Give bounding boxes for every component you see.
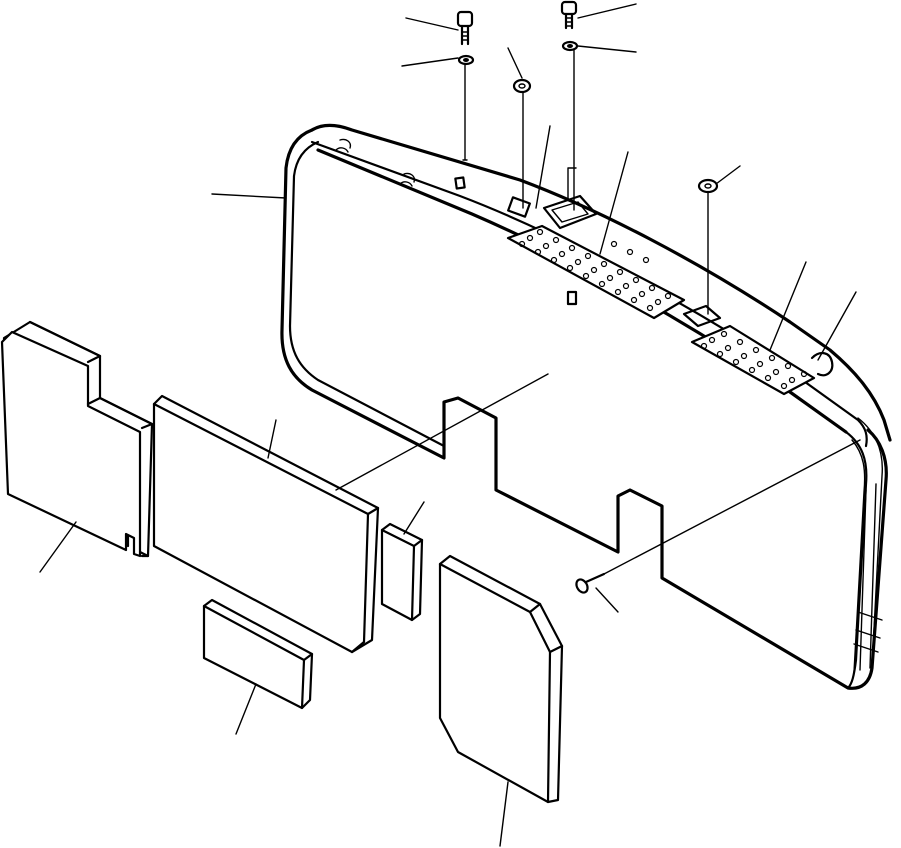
alignment-lines xyxy=(462,49,709,315)
mounting-bolt xyxy=(456,10,474,46)
mounting-bolt xyxy=(560,0,578,30)
washer xyxy=(457,54,475,66)
plug xyxy=(697,178,719,194)
insulation-pad-right xyxy=(438,554,564,804)
rubber-mat-left xyxy=(506,224,686,320)
washer xyxy=(561,40,579,52)
leader-lines xyxy=(39,3,857,847)
rubber-mat-right xyxy=(690,324,816,396)
spacer-block xyxy=(380,522,424,622)
insulation-pad-center xyxy=(152,394,380,654)
plug xyxy=(512,78,532,94)
insulation-pad-left xyxy=(0,320,154,558)
insulation-strip xyxy=(202,598,314,710)
retaining-pin xyxy=(575,439,861,594)
